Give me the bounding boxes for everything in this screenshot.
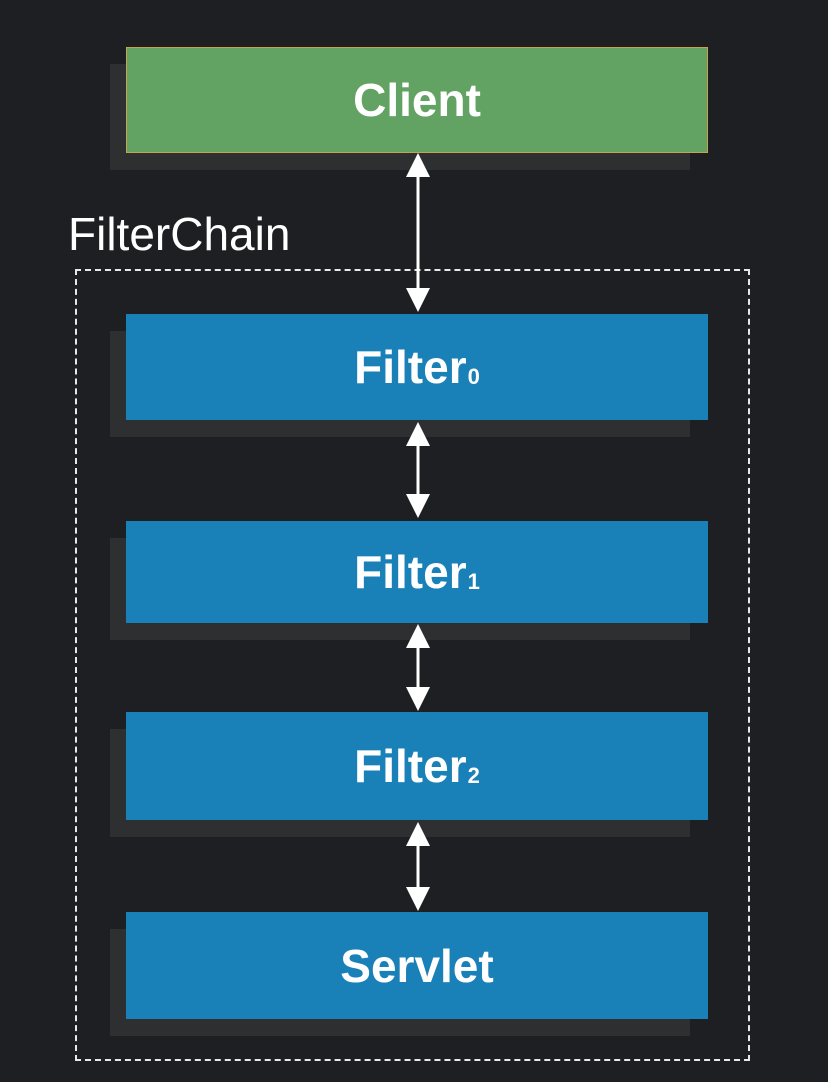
edge-client-filter0-arrow bbox=[406, 153, 430, 312]
filter2-node-label: Filter bbox=[354, 740, 467, 792]
edge-filter1-filter2-arrow bbox=[406, 624, 430, 711]
servlet-node-label: Servlet bbox=[340, 939, 494, 992]
filterchain-label: FilterChain bbox=[68, 208, 291, 260]
filter0-node-subscript: 0 bbox=[467, 364, 480, 389]
filterchain-container bbox=[75, 269, 750, 1061]
client-node: Client bbox=[126, 47, 708, 153]
filter2-node-subscript: 2 bbox=[467, 763, 480, 788]
filter1-node-label: Filter bbox=[354, 546, 467, 598]
servlet-node: Servlet bbox=[126, 912, 708, 1019]
filter0-node-label: Filter bbox=[354, 341, 467, 393]
edge-filter0-filter1-arrow bbox=[406, 422, 430, 518]
filter1-node-subscript: 1 bbox=[467, 569, 480, 594]
client-node-label: Client bbox=[353, 74, 481, 126]
edge-filter2-servlet-arrow bbox=[406, 822, 430, 911]
